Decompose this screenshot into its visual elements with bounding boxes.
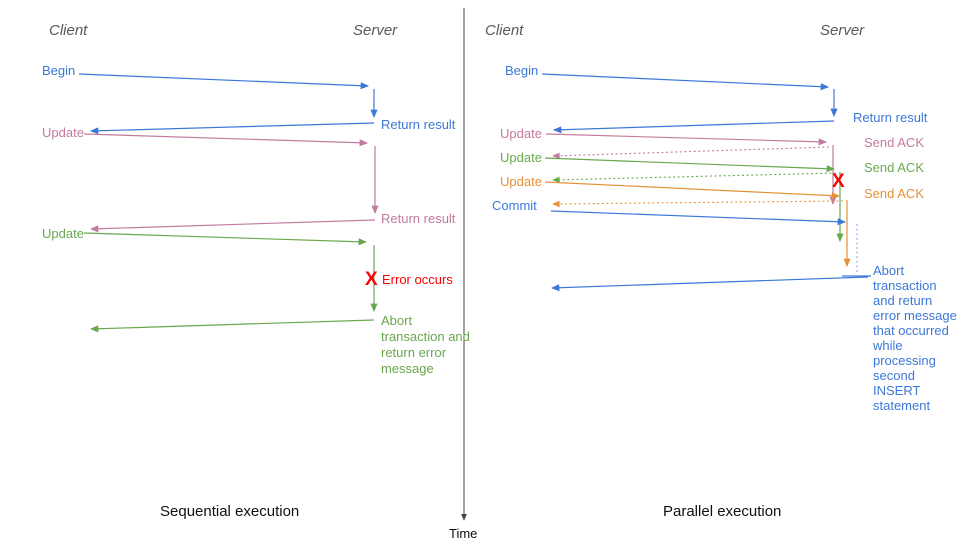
right-commit-label: Commit: [492, 198, 537, 213]
right-return-result-arrow: [552, 120, 835, 134]
right-update-1-label: Update: [500, 126, 542, 141]
left-caption: Sequential execution: [160, 503, 300, 520]
right-return-result-label: Return result: [853, 110, 928, 125]
right-send-ack-3-label: Send ACK: [864, 186, 924, 201]
right-send-ack-3-arrow: [552, 200, 844, 208]
left-abort-return-arrow: [89, 319, 375, 333]
left-update-1-label: Update: [42, 125, 84, 140]
right-send-ack-1-arrow: [552, 146, 830, 160]
right-begin-label: Begin: [505, 63, 539, 78]
left-update-1-request-arrow: [83, 133, 369, 147]
left-begin-label: Begin: [42, 63, 76, 78]
left-update-2-label: Update: [42, 226, 84, 241]
left-update-2-request-arrow: [83, 232, 368, 246]
right-commit-request-arrow: [550, 210, 847, 226]
left-return-result-1-label: Return result: [381, 117, 456, 132]
right-update-3-request-arrow: [544, 181, 841, 200]
right-send-ack-2-arrow: [552, 172, 837, 184]
right-update-2-label: Update: [500, 150, 542, 165]
left-abort-label: Abort transaction and return error messa…: [381, 313, 470, 376]
left-error-label: Error occurs: [382, 272, 453, 287]
right-server-header: Server: [820, 22, 865, 39]
right-error-x-icon: X: [832, 171, 845, 192]
time-axis-label: Time: [449, 526, 478, 540]
right-begin-request-arrow: [541, 73, 830, 91]
right-caption: Parallel execution: [663, 503, 782, 520]
left-server-header: Server: [353, 22, 398, 39]
right-update-3-label: Update: [500, 174, 542, 189]
left-error-x-icon: X: [365, 269, 378, 290]
left-client-header: Client: [49, 22, 88, 39]
right-abort-return-arrow: [550, 276, 869, 292]
left-return-result-2-arrow: [89, 219, 376, 233]
left-return-result-1-arrow: [89, 122, 375, 135]
right-client-header: Client: [485, 22, 524, 39]
right-update-2-request-arrow: [544, 157, 836, 173]
right-send-ack-2-label: Send ACK: [864, 160, 924, 175]
right-abort-label: Abort transaction and return error messa…: [873, 263, 957, 413]
right-send-ack-1-label: Send ACK: [864, 135, 924, 150]
right-update-1-request-arrow: [545, 133, 828, 146]
left-begin-request-arrow: [78, 73, 370, 90]
left-return-result-2-label: Return result: [381, 211, 456, 226]
